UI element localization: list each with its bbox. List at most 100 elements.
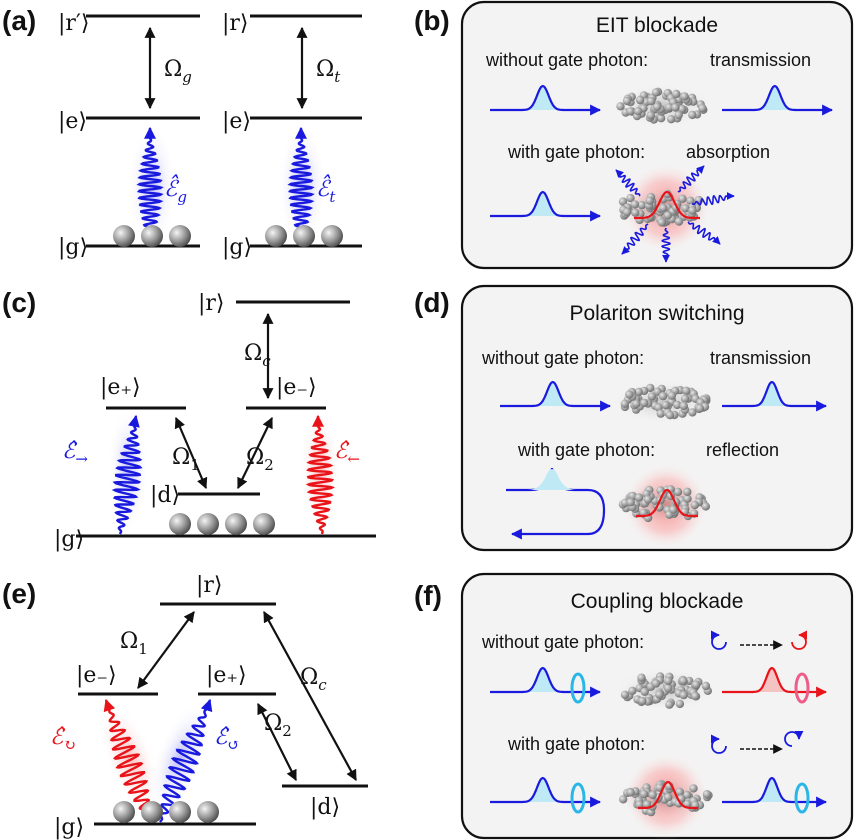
cloud-atom: [669, 505, 678, 514]
cloud-atom: [702, 790, 712, 799]
cloud-atom: [695, 404, 705, 413]
cloud-atom: [637, 673, 646, 682]
panel-b-title: EIT blockade: [596, 14, 718, 37]
omega-c-label: Ωc: [244, 341, 271, 370]
ket-g-left: |g⟩: [58, 235, 88, 260]
scattered-photon: [621, 223, 649, 255]
cloud-atom: [701, 502, 710, 511]
polarization-ring: [794, 672, 810, 704]
cloud-atom: [634, 493, 644, 502]
ket-e-minus: |e₋⟩: [276, 375, 317, 400]
cloud-atom: [674, 217, 684, 226]
atom-cloud: [608, 480, 720, 528]
cloud-atom: [673, 400, 682, 410]
cloud-atom: [686, 196, 695, 205]
panel-b-box: [460, 0, 854, 270]
panel-d-line2-left: with gate photon:: [517, 440, 655, 460]
cloud-atom: [691, 680, 701, 689]
atom-cloud: [606, 82, 718, 130]
ket-r: |r⟩: [198, 291, 225, 316]
panel-b-line1-left: without gate photon:: [485, 50, 648, 70]
ket-g: |g⟩: [54, 815, 84, 840]
pulse-line: [490, 190, 602, 222]
atom: [225, 513, 247, 535]
cloud-atom: [639, 789, 649, 799]
cloud-atom: [673, 487, 683, 497]
panel-f-coupling-blockade: Coupling blockade without gate photon: w…: [460, 572, 854, 840]
pulse-line: [722, 84, 834, 116]
cloud-atom: [661, 400, 670, 410]
pulse-line: [722, 776, 828, 808]
cloud-atom: [655, 690, 664, 699]
cloud-atom: [643, 495, 653, 504]
pulse-line: [500, 380, 612, 412]
cloud-atom: [628, 686, 637, 695]
pulse-fill: [517, 668, 569, 692]
ket-e-plus: |e₊⟩: [100, 375, 141, 400]
omega-t-label: Ωt: [316, 57, 341, 86]
panel-b-eit-blockade: EIT blockade without gate photon: transm…: [460, 0, 854, 270]
atom: [197, 513, 219, 535]
atom-cloud: [610, 666, 722, 714]
cloud-atom: [678, 194, 687, 203]
panel-b-line1-right: transmission: [710, 50, 811, 70]
cloud-atom: [640, 398, 649, 408]
panel-a-level-diagram: |r′⟩ |e⟩ |g⟩ |r⟩ |e⟩ |g⟩ Ωg Ωt ℰ̂g ℰ̂t: [58, 11, 362, 260]
cloud-atom: [620, 690, 630, 699]
ket-e-minus: |e₋⟩: [76, 663, 117, 688]
atom: [197, 801, 219, 823]
cloud-atom: [688, 206, 697, 215]
panel-d-polariton-switching: Polariton switching without gate photon:…: [460, 284, 854, 552]
pulse-fill: [748, 382, 796, 406]
cloud-atom: [680, 394, 690, 403]
atom: [253, 513, 275, 535]
ket-e-plus: |e₊⟩: [206, 663, 247, 688]
cloud-atom: [632, 399, 641, 408]
ket-r: |r⟩: [196, 573, 223, 598]
wave-halo: [108, 408, 148, 532]
pulse-line: [722, 380, 828, 412]
cloud-atom: [672, 89, 681, 99]
field-left-label: ℰ̂←: [334, 439, 360, 468]
cloud-atom: [664, 793, 673, 802]
circular-polarization-icon: [791, 630, 808, 650]
pulse-fill: [749, 86, 801, 110]
cloud-atom: [665, 700, 674, 709]
cloud-atom: [626, 107, 635, 116]
ket-e-left: |e⟩: [58, 109, 87, 134]
omega-1-label: Ω1: [120, 629, 148, 658]
gate-excitation: [636, 488, 698, 518]
panel-f-title: Coupling blockade: [571, 590, 744, 613]
pulse-fill: [527, 382, 579, 406]
atom: [321, 225, 343, 247]
atom: [141, 801, 163, 823]
cloud-atom: [616, 102, 625, 111]
polarization-ring: [570, 672, 586, 704]
omega-g-label: Ωg: [164, 57, 192, 86]
input-pulse: [490, 776, 602, 808]
cloud-atom: [647, 392, 657, 401]
gate-excitation: [634, 190, 700, 220]
cloud-atom: [665, 103, 674, 112]
cloud-atom: [658, 391, 668, 401]
input-pulse: [490, 666, 602, 698]
panel-b-line2-left: with gate photon:: [507, 142, 645, 162]
probe-wave-t: [287, 126, 315, 245]
cloud-atom: [667, 391, 677, 400]
panel-label-d: (d): [414, 287, 450, 318]
transmitted-pulse: [722, 776, 828, 808]
coupling-arrow-1: [174, 416, 208, 490]
scattered-photon: [687, 221, 721, 245]
cloud-atom: [645, 196, 654, 205]
cloud-atom: [701, 681, 711, 691]
cloud-atom: [688, 110, 697, 120]
cloud-atom: [688, 408, 697, 417]
cloud-atom: [622, 207, 632, 217]
probe-wave-g: [136, 126, 164, 245]
cloud-atom: [631, 208, 640, 217]
cloud-atom: [647, 97, 656, 106]
atom-cloud: [606, 184, 718, 232]
polarization-ring: [570, 782, 586, 814]
cloud-atom: [656, 409, 665, 418]
panel-label-e: (e): [2, 578, 36, 609]
